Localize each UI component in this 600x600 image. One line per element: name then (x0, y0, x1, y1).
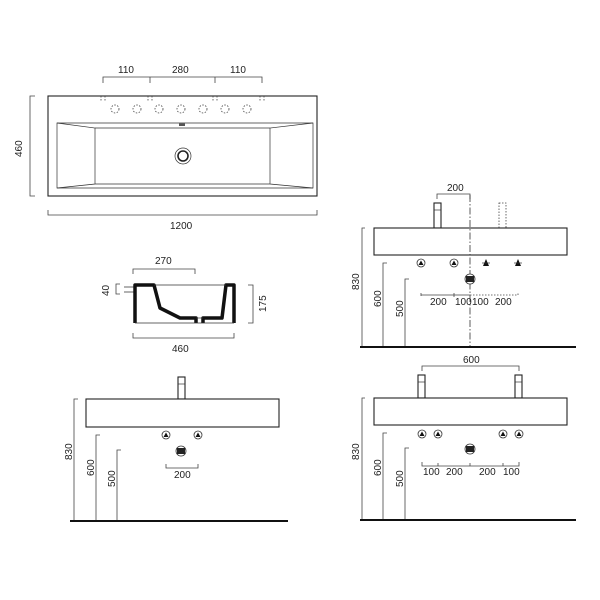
tap-spacing-center-label: 280 (172, 65, 189, 76)
waste-outlet-icon (175, 445, 187, 457)
tap-spacing-dimension (102, 76, 263, 83)
spacing-label-2: 100 (455, 297, 472, 308)
height-500-label: 500 (395, 470, 406, 487)
tap-spacing-right-label: 110 (230, 65, 246, 76)
elevation-single-center: 200 830 600 500 (64, 376, 288, 522)
height-500-label: 500 (395, 300, 406, 317)
rim-dimension (115, 283, 120, 295)
height-500-label: 500 (107, 470, 118, 487)
alt-tap-position (498, 202, 507, 229)
basin-width-dimension (132, 268, 196, 274)
height-830-label: 830 (351, 273, 362, 290)
tap-hole-6 (220, 104, 230, 114)
tap-spacing-dimension (421, 365, 520, 371)
tap-hole-1 (110, 104, 120, 114)
tap-hole-7 (242, 104, 252, 114)
basin-width-label: 270 (155, 256, 172, 267)
supply-spacing-dimension (421, 462, 520, 467)
tap-hole-3 (154, 104, 164, 114)
basin-outline (47, 95, 318, 197)
tap-hole-5 (198, 104, 208, 114)
waste-outlet-icon (464, 443, 476, 455)
width-label: 1200 (170, 221, 193, 232)
total-depth-label: 460 (172, 344, 189, 355)
height-dimension (248, 284, 254, 324)
spacing-label-2: 200 (446, 467, 463, 478)
supply-spacing-dimension (420, 293, 470, 297)
supply-valves (416, 258, 522, 268)
height-600-label: 600 (373, 290, 384, 307)
supply-valves (161, 430, 203, 440)
spacing-label-4: 100 (503, 467, 520, 478)
height-label: 175 (258, 295, 269, 312)
bowl-slopes (56, 122, 314, 189)
supply-spacing-dimension (165, 464, 199, 469)
basin-elevation (373, 397, 568, 426)
section-profile-left (133, 283, 198, 323)
spacing-label-1: 100 (423, 467, 440, 478)
tap-offset-dimension (436, 193, 471, 199)
section-profile-right (201, 283, 236, 323)
section-view: 270 40 175 460 (101, 256, 269, 355)
tap-icon (177, 376, 186, 400)
height-600-label: 600 (86, 459, 97, 476)
elevation-single-offset: 200 200 100 100 200 830 600 500 (351, 183, 576, 348)
basin-elevation (373, 227, 568, 256)
tap-spacing-label: 600 (463, 355, 480, 366)
height-830-label: 830 (64, 443, 75, 460)
tap-hole-4 (176, 104, 186, 114)
elevation-double: 600 100 200 200 100 830 600 500 (351, 355, 576, 521)
height-830-label: 830 (351, 443, 362, 460)
tap-hole-2 (132, 104, 142, 114)
supply-valves (417, 429, 524, 439)
tap-right-icon (514, 374, 523, 399)
rim-label: 40 (101, 284, 112, 296)
top-view: 110 280 110 460 1200 (14, 65, 318, 232)
spacing-label-4: 200 (495, 297, 512, 308)
total-depth-dimension (132, 333, 235, 339)
tap-spacing-left-label: 110 (118, 65, 134, 76)
spacing-label-3: 100 (472, 297, 489, 308)
overflow-slot (179, 123, 185, 126)
depth-label: 460 (14, 140, 25, 157)
tap-icon (433, 202, 442, 229)
drain-icon (177, 150, 189, 162)
depth-dimension (29, 95, 35, 197)
supply-spacing-label: 200 (174, 470, 191, 481)
tap-left-icon (417, 374, 426, 399)
drain-outer (174, 147, 192, 165)
spacing-label-3: 200 (479, 467, 496, 478)
spacing-label-1: 200 (430, 297, 447, 308)
tap-hole-markers (100, 96, 265, 114)
waste-outlet-icon (464, 273, 476, 285)
tap-offset-label: 200 (447, 183, 464, 194)
height-600-label: 600 (373, 459, 384, 476)
width-dimension (47, 210, 318, 216)
basin-elevation (85, 398, 280, 428)
